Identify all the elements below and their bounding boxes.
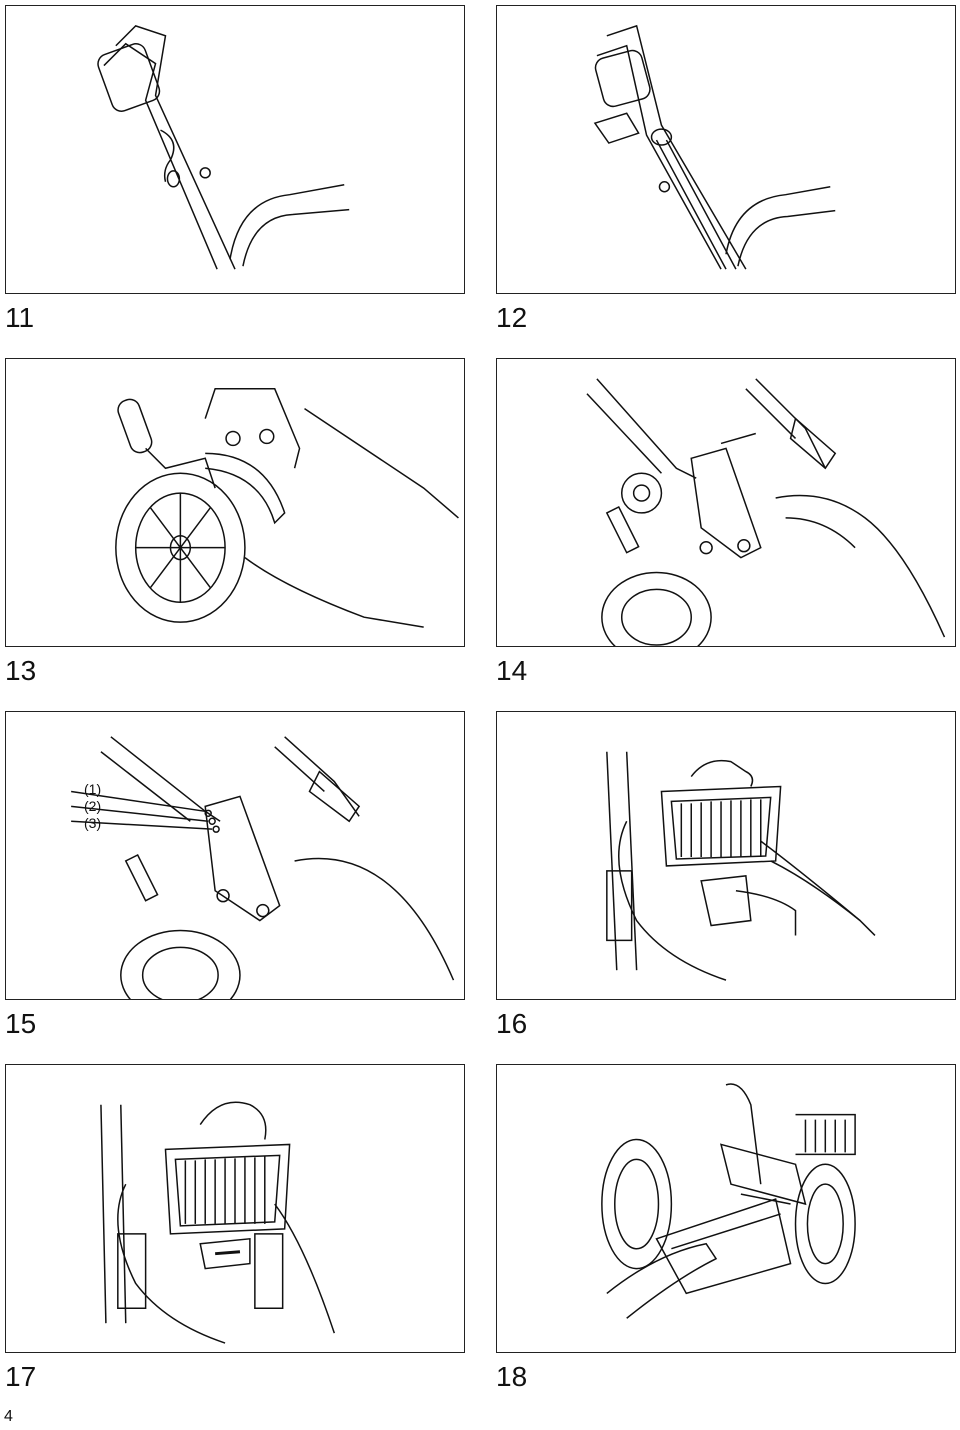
figure-12-panel xyxy=(496,5,956,294)
figure-11-illustration xyxy=(6,6,464,293)
callout-1: (1) xyxy=(84,781,102,797)
figure-18-panel xyxy=(496,1064,956,1353)
callout-2: (2) xyxy=(84,798,102,814)
figure-16-illustration xyxy=(497,712,955,999)
figure-11-panel xyxy=(5,5,465,294)
figure-17-illustration xyxy=(6,1065,464,1352)
figure-14-panel xyxy=(496,358,956,647)
figure-18-number: 18 xyxy=(496,1361,528,1392)
figure-15-illustration xyxy=(6,712,464,999)
figure-12-illustration xyxy=(497,6,955,293)
figure-14-number: 14 xyxy=(496,655,528,686)
figure-18-illustration xyxy=(497,1065,955,1352)
figure-15-panel xyxy=(5,711,465,1000)
figure-12-number: 12 xyxy=(496,302,528,333)
figure-17-number: 17 xyxy=(5,1361,37,1392)
figure-15-number: 15 xyxy=(5,1008,37,1039)
callout-3: (3) xyxy=(84,815,102,831)
figure-13-illustration xyxy=(6,359,464,646)
figure-11-number: 11 xyxy=(5,302,35,333)
page-number: 4 xyxy=(4,1408,13,1425)
figure-13-panel xyxy=(5,358,465,647)
figure-13-number: 13 xyxy=(5,655,37,686)
figure-16-number: 16 xyxy=(496,1008,528,1039)
figure-17-panel xyxy=(5,1064,465,1353)
figure-16-panel xyxy=(496,711,956,1000)
figure-14-illustration xyxy=(497,359,955,646)
